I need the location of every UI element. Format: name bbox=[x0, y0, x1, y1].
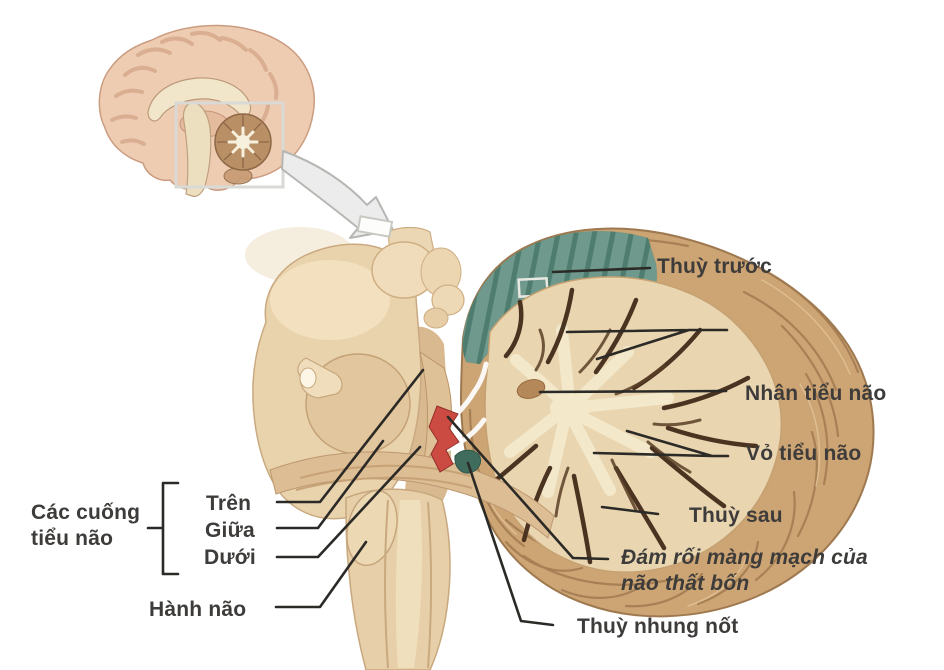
leader-lines bbox=[146, 266, 730, 627]
leader-nhan-tieu-nao bbox=[538, 389, 728, 394]
label-cac-cuong-line2: tiểu não bbox=[31, 527, 114, 550]
label-dam-roi-line1: Đám rối màng mạch của bbox=[621, 546, 868, 569]
medulla-ridges bbox=[384, 499, 432, 669]
leader-hanh-nao bbox=[274, 540, 368, 609]
leader-duoi bbox=[275, 445, 422, 559]
label-cac-cuong: Các cuống tiểu não bbox=[31, 500, 140, 552]
leader-thuy-truoc bbox=[551, 266, 652, 274]
pons-band-ridges bbox=[295, 464, 473, 491]
inset-brainstem bbox=[182, 101, 212, 197]
label-thuy-nhung-not: Thuỳ nhung nốt bbox=[577, 615, 739, 638]
label-vo-tieu-nao: Vỏ tiểu não bbox=[746, 442, 862, 465]
cerebellar-nucleus bbox=[516, 379, 546, 399]
midbrain-highlight-tag bbox=[356, 215, 394, 238]
label-hanh-nao: Hành não bbox=[149, 598, 247, 621]
nerve-stub-end bbox=[299, 367, 317, 389]
leader-tren bbox=[275, 368, 425, 504]
peduncle-bracket bbox=[146, 481, 180, 576]
label-dam-roi-line2: não thất bốn bbox=[621, 572, 750, 595]
label-tren: Trên bbox=[206, 492, 252, 515]
label-duoi: Dưới bbox=[204, 546, 256, 569]
inset-brain bbox=[98, 24, 315, 197]
leader-arbor-pair bbox=[565, 328, 729, 361]
arbor-fissures bbox=[493, 287, 759, 565]
pyramid-band bbox=[395, 500, 422, 668]
inset-highlight-box bbox=[174, 101, 285, 189]
folia-highlights bbox=[475, 279, 851, 607]
leader-thuy-sau bbox=[600, 505, 660, 516]
label-giua: Giữa bbox=[205, 519, 255, 542]
white-matter-core bbox=[550, 394, 590, 422]
label-thuy-sau: Thuỳ sau bbox=[689, 504, 783, 527]
label-dam-roi: Đám rối màng mạch của não thất bốn bbox=[621, 545, 868, 597]
nodulus bbox=[454, 449, 482, 474]
pons-highlight bbox=[270, 260, 390, 340]
inset-cerebellum bbox=[214, 113, 272, 185]
leader-giua bbox=[275, 439, 385, 530]
leader-dam-roi bbox=[446, 415, 610, 561]
leader-thuy-nhung-not bbox=[466, 461, 555, 627]
label-nhan-tieu-nao: Nhân tiểu não bbox=[745, 382, 887, 405]
colliculus-small bbox=[423, 307, 449, 329]
label-thuy-truoc: Thuỳ trước bbox=[657, 255, 772, 278]
leader-vo-tieu-nao bbox=[592, 429, 730, 458]
label-cac-cuong-line1: Các cuống bbox=[31, 501, 141, 524]
